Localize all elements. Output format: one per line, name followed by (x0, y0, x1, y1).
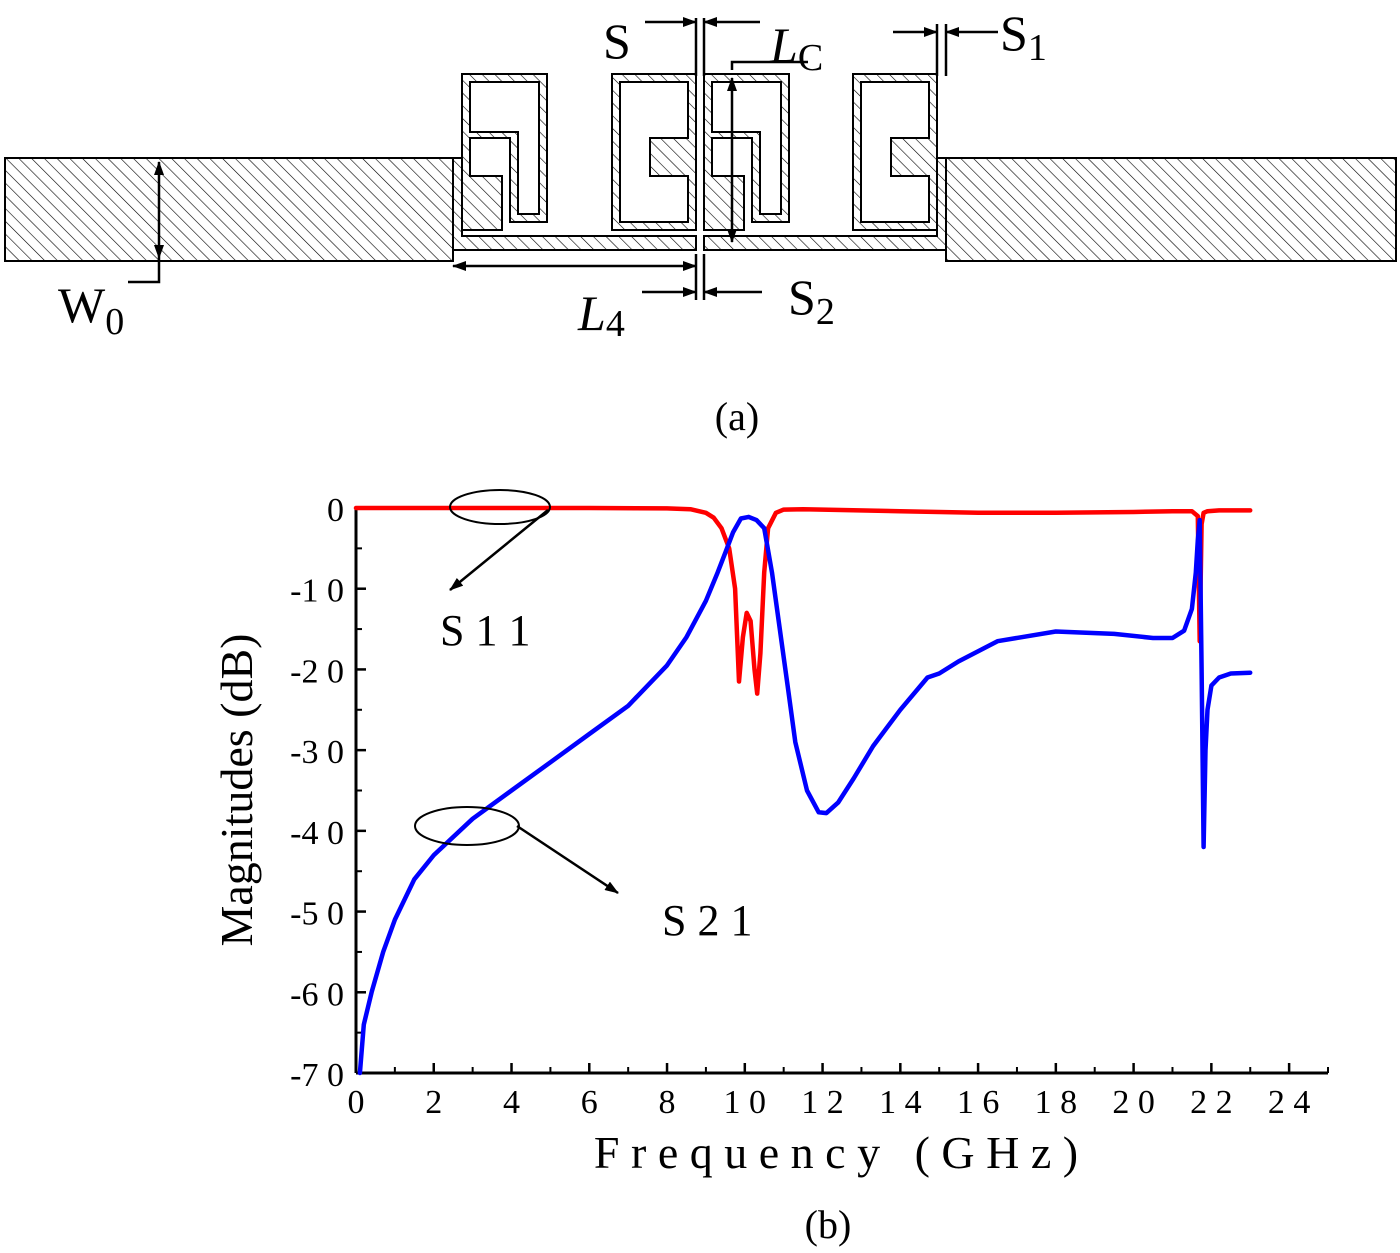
label-S2: S2 (788, 269, 835, 333)
y-tick-label: -7 0 (290, 1057, 344, 1094)
y-tick-label: -4 0 (290, 815, 344, 852)
s21-annotation-label: S 2 1 (662, 896, 752, 945)
x-tick-label: 2 4 (1268, 1084, 1311, 1121)
x-tick-label: 1 4 (879, 1084, 922, 1121)
x-tick-label: 2 0 (1112, 1084, 1155, 1121)
y-axis-ticks: 0 -1 0 -2 0 -3 0 -4 0 -5 0 -6 0 -7 0 (290, 492, 366, 1094)
resonator-4 (852, 73, 938, 231)
caption-a: (a) (715, 394, 759, 439)
label-LC: LC (769, 17, 823, 79)
caption-b: (b) (805, 1202, 852, 1247)
s11-annotation-label: S 1 1 (440, 606, 530, 655)
s11-annotation-arrow (449, 509, 549, 591)
x-tick-label: 1 2 (801, 1084, 844, 1121)
left-feed-line (4, 157, 454, 262)
label-W0: W0 (58, 277, 124, 343)
label-L4: L4 (577, 285, 625, 345)
right-feed-line (945, 157, 1397, 262)
x-axis-title: F r e q u e n c y ( G H z ) (594, 1127, 1078, 1178)
resonator-2 (611, 73, 697, 231)
s21-annotation-arrow (516, 824, 619, 895)
s-parameter-chart: 0 -1 0 -2 0 -3 0 -4 0 -5 0 -6 0 -7 0 0 2 4 6 8 1 0 1 … (211, 489, 1329, 1178)
dimension-labels: S LC S1 W0 L4 S2 (58, 5, 1047, 345)
label-S: S (603, 13, 631, 69)
x-tick-label: 6 (581, 1084, 598, 1121)
layout-diagram (4, 73, 1397, 262)
y-tick-label: -6 0 (290, 976, 344, 1013)
label-S1: S1 (1000, 5, 1047, 69)
series-line-s11 (353, 505, 1253, 696)
y-tick-label: 0 (327, 492, 344, 529)
y-tick-label: -2 0 (290, 653, 344, 690)
y-tick-label: -3 0 (290, 734, 344, 771)
x-tick-label: 1 0 (724, 1084, 767, 1121)
y-tick-label: -5 0 (290, 896, 344, 933)
dimension-lines (128, 17, 998, 300)
x-tick-label: 2 (425, 1084, 442, 1121)
x-tick-label: 1 6 (957, 1084, 1000, 1121)
x-tick-label: 4 (503, 1084, 520, 1121)
x-tick-label: 8 (659, 1084, 676, 1121)
series-layer (353, 505, 1253, 1076)
x-tick-label: 0 (348, 1084, 365, 1121)
x-tick-label: 1 8 (1035, 1084, 1078, 1121)
series-line-s21 (357, 514, 1253, 1076)
y-tick-label: -1 0 (290, 573, 344, 610)
resonator-1 (461, 73, 548, 231)
s11-annotation-ellipse (449, 489, 551, 525)
x-axis-ticks: 0 2 4 6 8 1 0 1 2 1 4 1 6 1 8 2 0 2 2 2 4 (348, 1063, 1329, 1121)
resonator-3 (703, 73, 790, 231)
y-axis-title: Magnitudes (dB) (211, 633, 262, 946)
x-tick-label: 2 2 (1190, 1084, 1233, 1121)
